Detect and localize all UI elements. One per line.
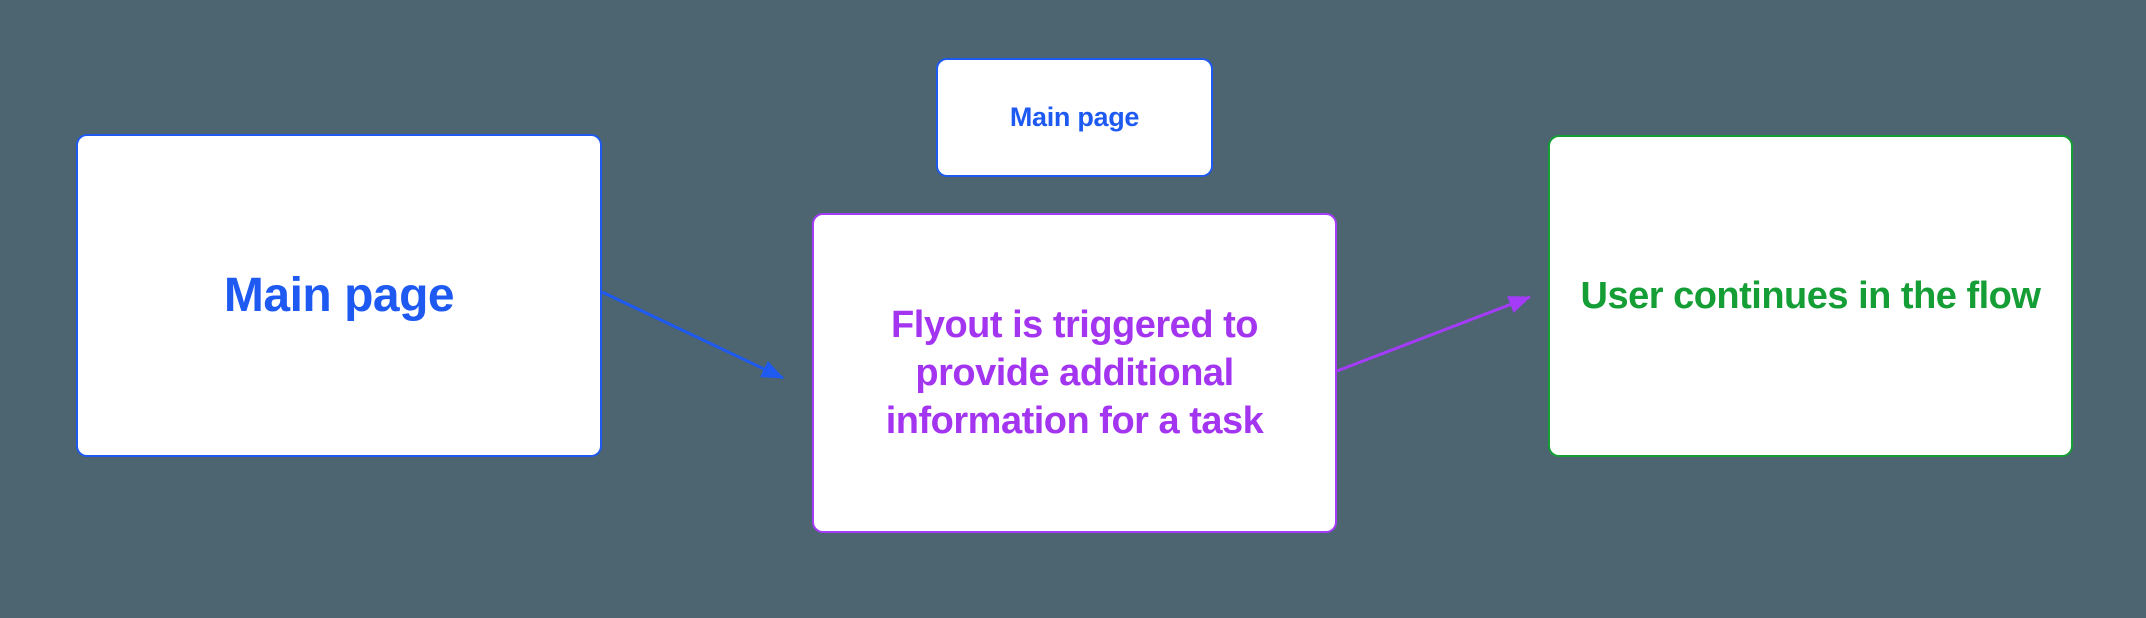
node-main-page-label: Main page	[223, 269, 455, 322]
node-flyout-label: Flyout is triggered to provide additiona…	[885, 304, 1264, 442]
node-main-page-small-label: Main page	[1009, 102, 1140, 132]
node-user-continues[interactable]: User continues in the flow	[1548, 135, 2073, 457]
connector-main-to-flyout[interactable]	[601, 290, 784, 380]
node-flyout-description[interactable]: Flyout is triggered to provide additiona…	[812, 213, 1337, 533]
node-main-page-small[interactable]: Main page	[936, 58, 1213, 177]
connector-flyout-to-user-continues[interactable]	[1336, 295, 1531, 373]
node-main-page[interactable]: Main page	[76, 134, 602, 457]
node-user-continues-label: User continues in the flow	[1580, 274, 2041, 317]
